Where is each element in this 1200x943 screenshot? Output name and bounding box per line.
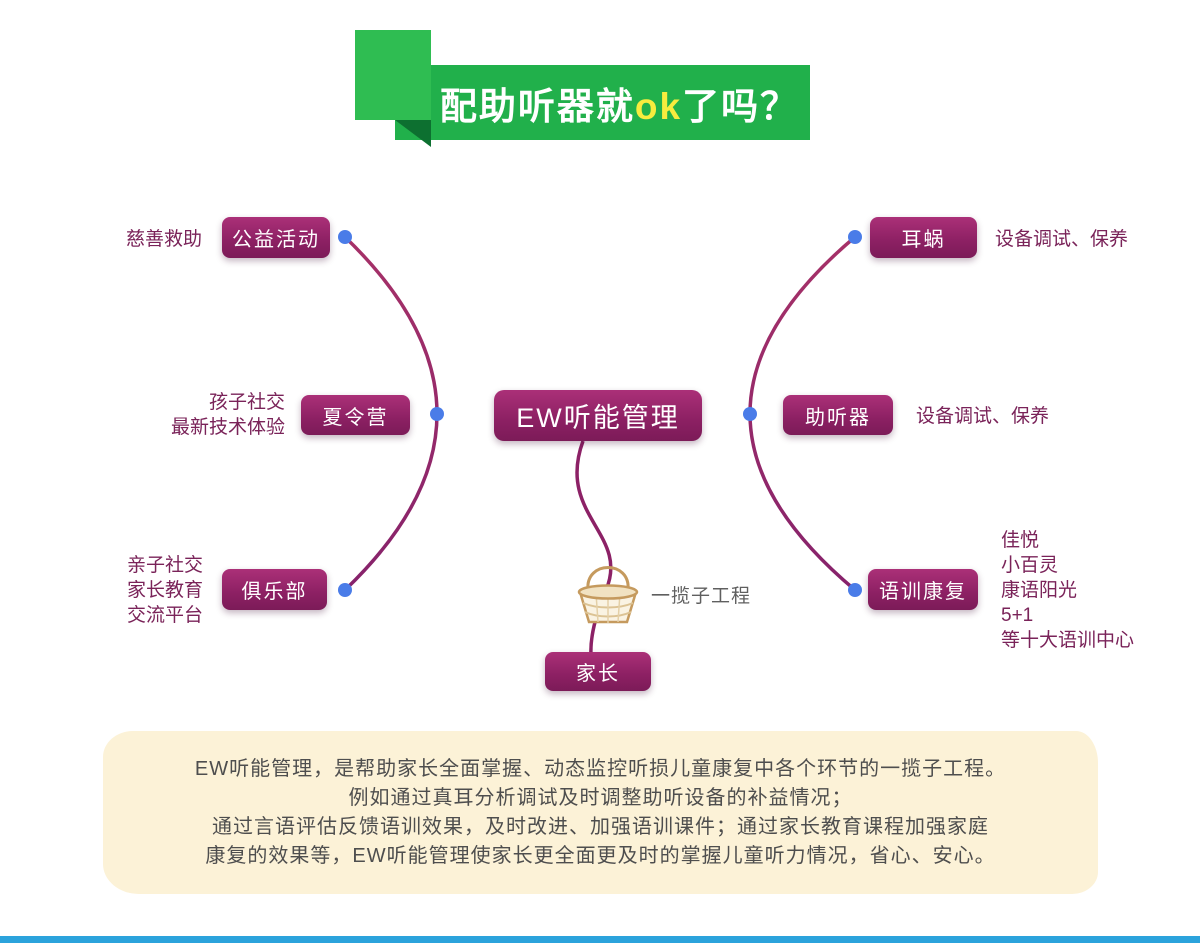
footer-description-box: EW听能管理，是帮助家长全面掌握、动态监控听损儿童康复中各个环节的一揽子工程。 … bbox=[103, 731, 1098, 894]
annotation-parent-social: 亲子社交 家长教育 交流平台 bbox=[126, 555, 203, 626]
header-fold-triangle bbox=[395, 120, 431, 147]
basket-label: 一揽子工程 bbox=[651, 586, 752, 607]
node-cochlear: 耳蜗 bbox=[870, 217, 977, 258]
annotation-device-tuning-1: 设备调试、保养 bbox=[995, 229, 1129, 250]
header-green-square bbox=[355, 30, 431, 120]
basket-icon bbox=[572, 548, 644, 631]
footer-line: 康复的效果等，EW听能管理使家长更全面更及时的掌握儿童听力情况，省心、安心。 bbox=[205, 844, 996, 867]
connector-dots bbox=[338, 230, 862, 597]
page-title-prefix: 配助听器就 bbox=[439, 85, 635, 127]
page-title-highlight: ok bbox=[634, 85, 683, 127]
annotation-device-tuning-2: 设备调试、保养 bbox=[916, 406, 1050, 427]
node-summer-camp: 夏令营 bbox=[301, 395, 410, 435]
node-ew-hearing-management: EW听能管理 bbox=[494, 390, 702, 441]
node-club: 俱乐部 bbox=[222, 569, 327, 610]
node-public-welfare: 公益活动 bbox=[222, 217, 330, 258]
footer-line: EW听能管理，是帮助家长全面掌握、动态监控听损儿童康复中各个环节的一揽子工程。 bbox=[194, 757, 1007, 780]
center-to-parent-connector bbox=[575, 440, 613, 656]
page-title: 配助听器就ok了吗？ bbox=[440, 76, 799, 130]
bottom-accent-bar bbox=[0, 936, 1200, 943]
annotation-rehab-centers: 佳悦 小百灵 康语阳光 5+1 等十大语训中心 bbox=[1001, 530, 1135, 651]
annotation-kids-social: 孩子社交 最新技术体验 bbox=[170, 392, 285, 438]
footer-line: 通过言语评估反馈语训效果，及时改进、加强语训课件；通过家长教育课程加强家庭 bbox=[212, 815, 989, 838]
node-speech-rehab: 语训康复 bbox=[868, 569, 978, 610]
annotation-charity: 慈善救助 bbox=[125, 229, 202, 250]
header-banner: 配助听器就ok了吗？ bbox=[395, 65, 810, 140]
node-hearing-aid: 助听器 bbox=[783, 395, 893, 435]
footer-line: 例如通过真耳分析调试及时调整助听设备的补益情况； bbox=[348, 786, 853, 809]
node-parents: 家长 bbox=[545, 652, 651, 691]
page-title-suffix: 了吗？ bbox=[682, 85, 800, 127]
